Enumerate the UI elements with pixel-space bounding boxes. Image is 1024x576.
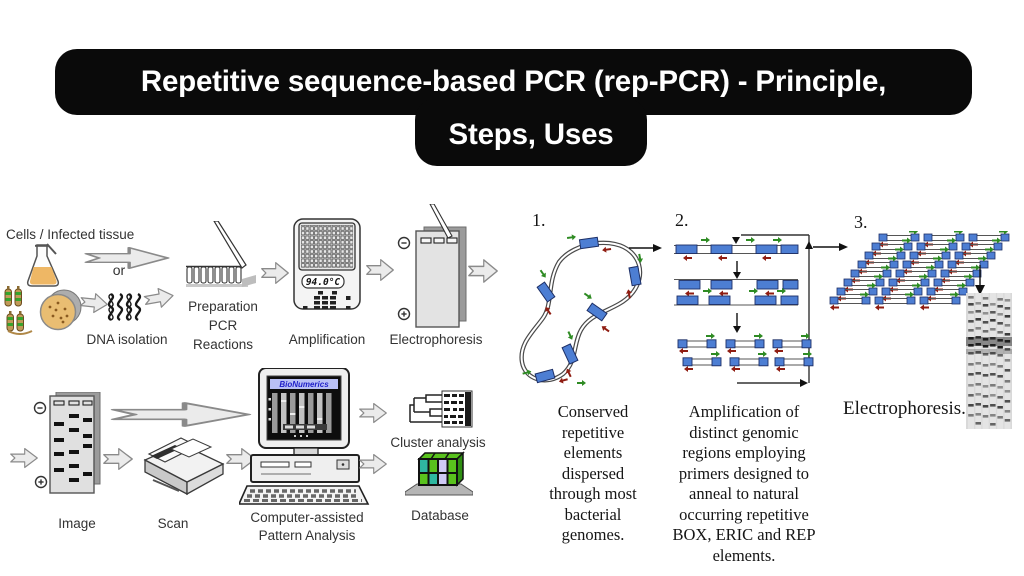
cells-tissue-label: Cells / Infected tissue	[6, 227, 135, 242]
petri-dish-icon	[39, 289, 82, 331]
gel-apparatus-icon	[397, 204, 467, 328]
computer-analysis-label: Computer-assisted Pattern Analysis	[250, 510, 364, 543]
cluster-dendrogram-icon	[409, 390, 473, 428]
computer-screen-title: BioNumerics	[279, 380, 329, 389]
step-1-caption: Conserved repetitive elements dispersed …	[549, 402, 637, 544]
step-2-caption: Amplification of distinct genomic region…	[672, 402, 816, 565]
database-label: Database	[411, 508, 469, 523]
arrow-to-dna-icon	[79, 291, 109, 315]
dna-isolation-label: DNA isolation	[86, 332, 168, 347]
title-banner-line2: Steps, Uses	[415, 98, 647, 166]
or-label: or	[112, 262, 126, 278]
cluster-analysis-label: Cluster analysis	[390, 435, 486, 450]
step-2-number: 2.	[675, 210, 689, 230]
chromosome-icon	[4, 285, 33, 335]
genome-loop-icon	[519, 234, 652, 387]
amplification-label: Amplification	[288, 332, 366, 347]
thermocycler-display: 94.0°C	[306, 277, 341, 288]
image-label: Image	[58, 516, 96, 531]
thermocycler-icon: 94.0°C	[293, 218, 361, 310]
scan-label: Scan	[157, 516, 189, 531]
step-1-number: 1.	[532, 210, 546, 230]
step-3-number: 3.	[854, 212, 868, 232]
page-title-line-1: Repetitive sequence-based PCR (rep-PCR) …	[140, 65, 887, 98]
page-title-line-2: Steps, Uses	[448, 118, 614, 151]
arrow-computer-to-database-icon	[359, 453, 387, 475]
step2-amplification-icon	[674, 234, 820, 387]
preparation-label: Preparation PCR Reactions	[188, 299, 258, 352]
arrow-gel-to-next-icon	[468, 259, 498, 283]
arrow-step2-to-step3-icon	[813, 243, 848, 251]
dna-icon	[107, 293, 142, 321]
arrow-stack-to-gel-icon	[975, 265, 985, 295]
gel-photo	[966, 293, 1012, 429]
flask-icon	[26, 243, 60, 287]
arrow-image-to-scan-icon	[103, 448, 133, 470]
arrow-step1-to-step2-icon	[629, 244, 662, 252]
scanner-icon	[143, 437, 225, 496]
arrow-prep-to-amp-icon	[261, 262, 289, 284]
arrow-dna-to-prep-icon	[142, 285, 176, 311]
gel-image-icon	[33, 392, 101, 494]
arrow-amp-to-gel-icon	[366, 259, 394, 281]
computer-icon: BioNumerics	[239, 368, 370, 505]
electrophoresis-label: Electrophoresis	[389, 332, 483, 347]
database-icon	[405, 451, 473, 496]
pcr-tubes-icon	[186, 221, 256, 287]
step-3-caption: Electrophoresis.	[843, 398, 966, 419]
arrow-computer-to-cluster-icon	[359, 402, 387, 424]
